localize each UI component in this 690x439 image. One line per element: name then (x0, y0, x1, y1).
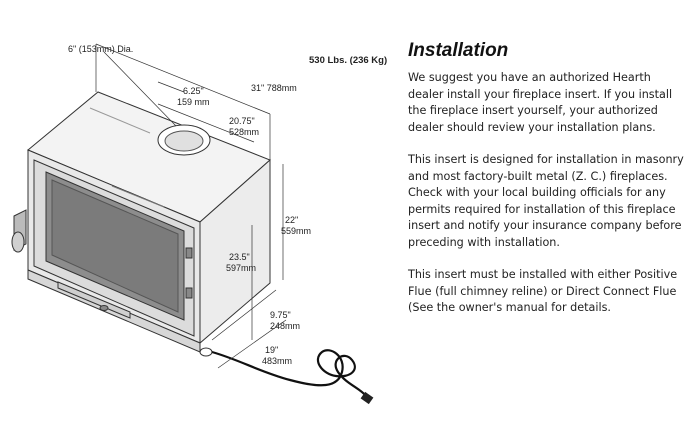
weight-label: 530 Lbs. (236 Kg) (309, 55, 388, 66)
dim-9-75-label: 9.75" (270, 310, 291, 320)
dim-23-5-mm-label: 597mm (226, 263, 257, 273)
paragraph-dealer: We suggest you have an authorized Hearth… (408, 71, 673, 134)
dim-31-label: 31" 788mm (251, 83, 297, 93)
dim-9-75-mm-label: 248mm (270, 321, 301, 331)
dim-19-label: 19" (265, 345, 279, 355)
dim-22-mm-label: 559mm (281, 226, 312, 236)
dim-6-25-mm-label: 159 mm (177, 97, 210, 107)
fireplace-insert-drawing (11, 43, 374, 405)
page-title: Installation (408, 40, 509, 61)
installation-section: Installation We suggest you have an auth… (408, 40, 684, 333)
flue-diameter-label: 6" (153mm) Dia. (68, 44, 134, 54)
dim-20-75-label: 20.75" (229, 116, 255, 126)
paragraph-masonry: This insert is designed for installation… (408, 153, 684, 249)
dim-22-label: 22" (285, 215, 299, 225)
dim-19-mm-label: 483mm (262, 356, 293, 366)
dim-23-5-label: 23.5" (229, 252, 250, 262)
fireplace-insert-diagram: 530 Lbs. (236 Kg) 6" (153mm) Dia. 6.25" … (11, 43, 388, 405)
dim-20-75-mm-label: 528mm (229, 127, 260, 137)
dim-6-25-label: 6.25" (183, 86, 204, 96)
paragraph-flue: This insert must be installed with eithe… (408, 268, 678, 314)
